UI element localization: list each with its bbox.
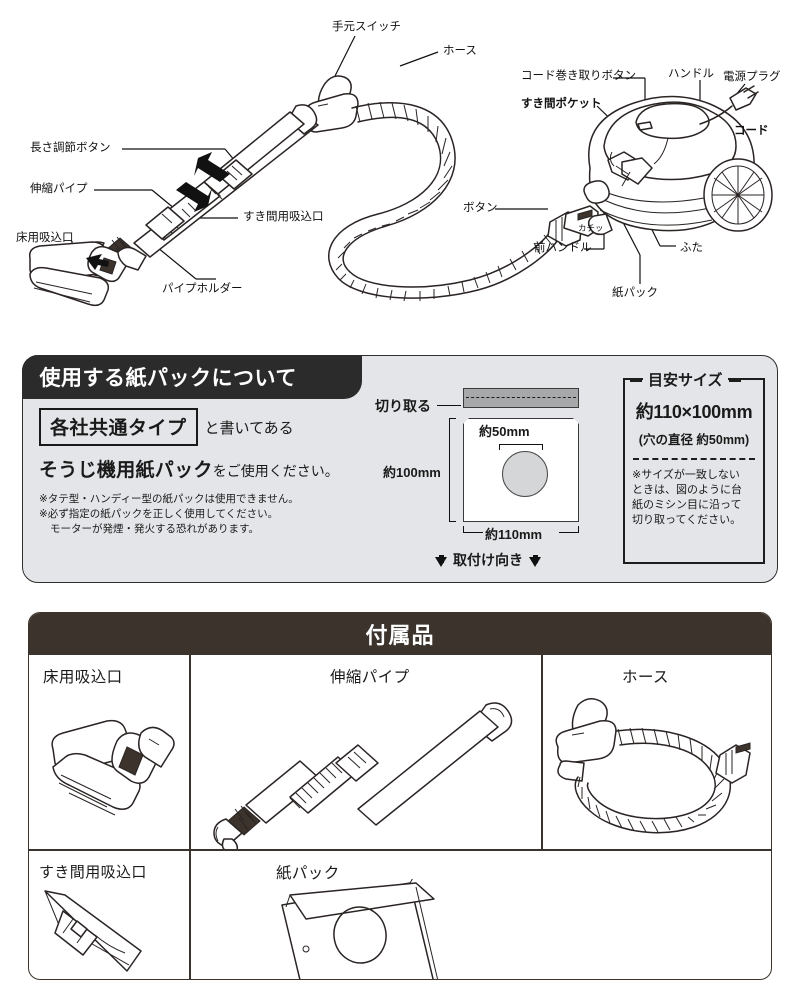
paper-pack-info-panel: 使用する紙パックについて 各社共通タイプ と書いてある そうじ機用紙パック をご… (21, 354, 778, 583)
accessories-panel: 付属品 床用吸込口 (28, 612, 772, 980)
approximate-size-value: 約110×100mm (635, 402, 753, 422)
size-note-line-4: 切り取ってください。 (632, 513, 742, 526)
paper-pack-dimension-diagram: 切り取る 約50mm 約100mm 約110mm 取付け向き (375, 374, 607, 582)
approximate-size-title: 目安サイズ (630, 369, 741, 390)
height-bracket (449, 418, 456, 522)
size-box-note: ※サイズが一致しない ときは、図のように台 紙のミシン目に沿って 切り取ってくだ… (632, 468, 763, 528)
label-handle: ハンドル (668, 68, 714, 80)
label-button: ボタン (463, 202, 498, 214)
size-box-divider (633, 458, 755, 460)
parts-diagram-svg (28, 35, 773, 307)
accessory-label-crevice-nozzle: すき間用吸込口 (39, 864, 147, 881)
accessory-label-extension-pipe: 伸縮パイプ (330, 669, 410, 686)
label-extension-pipe: 伸縮パイプ (30, 183, 88, 195)
paper-pack-type-badge: 各社共通タイプ (39, 408, 198, 446)
hole-diameter-dimension: 約50mm (479, 424, 530, 439)
paper-pack-note-3: モーターが発煙・発火する恐れがあります。 (50, 522, 259, 535)
paper-pack-instructions: 各社共通タイプ と書いてある そうじ機用紙パック をご使用ください。 ※タテ型・… (35, 408, 365, 537)
height-dimension: 約100mm (383, 465, 441, 480)
label-lid: ふた (680, 242, 703, 254)
cut-off-strip (463, 388, 579, 408)
grid-divider-vertical (189, 849, 191, 979)
paper-pack-usage-line: そうじ機用紙パック をご使用ください。 (39, 455, 365, 482)
accessory-cell-floor-nozzle: 床用吸込口 (29, 655, 189, 849)
mount-direction-label: 取付け向き (453, 552, 523, 568)
label-length-adjust-button: 長さ調節ボタン (30, 142, 111, 154)
paper-pack-notes: ※タテ型・ハンディー型の紙パックは使用できません。 ※必ず指定の紙パックを正しく… (39, 492, 365, 537)
width-bracket-left (463, 526, 483, 533)
crevice-nozzle-shape (44, 890, 142, 972)
label-crevice-nozzle: すき間用吸込口 (243, 211, 324, 223)
label-pipe-holder: パイプホルダー (162, 283, 243, 295)
accessory-label-floor-nozzle: 床用吸込口 (43, 669, 123, 686)
paper-pack-type-suffix: と書いてある (204, 419, 294, 437)
approximate-size-box: 目安サイズ 約110×100mm (穴の直径 約50mm) ※サイズが一致しない… (623, 369, 765, 564)
paper-pack-hole (502, 451, 548, 497)
width-bracket-right (559, 526, 579, 533)
hose-assembly-art (304, 75, 599, 302)
label-hose: ホース (443, 45, 477, 57)
paper-pack-usage-rest: をご使用ください。 (212, 463, 339, 479)
vacuum-body-art (583, 85, 773, 236)
label-power-plug: 電源プラグ (723, 71, 781, 83)
label-floor-nozzle: 床用吸込口 (16, 232, 74, 244)
label-paper-pack: 紙パック (612, 287, 658, 299)
extension-pipe-shape (213, 702, 513, 849)
label-cord: コード (734, 125, 769, 137)
arrow-down-icon (435, 555, 447, 567)
cut-off-label: 切り取る (375, 398, 431, 414)
paper-pack-note-2: ※必ず指定の紙パックを正しく使用してください。 (39, 507, 279, 520)
accessory-cell-extension-pipe: 伸縮パイプ (190, 655, 541, 849)
size-note-line-2: ときは、図のように台 (632, 483, 742, 496)
hose-shape (555, 698, 751, 834)
cut-off-leader-line (437, 405, 461, 406)
approximate-hole-value: (穴の直径 約50mm) (638, 433, 750, 447)
extension-pipe-illustration (190, 689, 541, 849)
floor-nozzle-art (28, 241, 147, 307)
arrow-down-icon (529, 555, 541, 567)
grid-divider-horizontal (29, 849, 771, 851)
label-handle-switch: 手元スイッチ (332, 21, 401, 33)
accessory-cell-hose: ホース (542, 655, 771, 849)
paper-pack-usage-strong: そうじ機用紙パック (39, 460, 213, 481)
accessory-label-hose: ホース (622, 669, 669, 686)
paper-pack-section-header: 使用する紙パックについて (21, 354, 362, 399)
product-parts-diagram: 手元スイッチ ホース コード巻き取りボタン ハンドル 電源プラグ すき間ポケット… (0, 0, 800, 340)
accessories-grid: 床用吸込口 (29, 655, 771, 979)
label-front-handle: 前ハンドル (534, 242, 592, 254)
hole-diameter-bracket (499, 444, 543, 450)
label-click-sound: カチッ (578, 223, 604, 233)
label-cord-rewind-button: コード巻き取りボタン (521, 70, 636, 82)
width-dimension: 約110mm (485, 527, 543, 542)
floor-nozzle-shape (51, 719, 175, 816)
paper-pack-shape (281, 872, 439, 979)
accessory-cell-paper-pack: 紙パック (190, 851, 771, 979)
hose-illustration (542, 689, 771, 849)
accessory-cell-crevice-nozzle: すき間用吸込口 (29, 851, 189, 979)
floor-nozzle-illustration (29, 689, 189, 849)
paper-pack-outline (463, 418, 579, 522)
accessory-label-paper-pack: 紙パック (276, 865, 340, 882)
accessories-section-header: 付属品 (29, 613, 771, 655)
paper-pack-illustration (190, 872, 771, 979)
grid-divider-vertical (541, 655, 543, 849)
grid-divider-vertical (189, 655, 191, 849)
mount-direction-row: 取付け向き (435, 550, 541, 570)
paper-pack-type-line: 各社共通タイプ と書いてある (39, 408, 365, 446)
paper-pack-note-1: ※タテ型・ハンディー型の紙パックは使用できません。 (39, 493, 299, 505)
label-crevice-pocket: すき間ポケット (521, 98, 602, 110)
size-note-line-1: ※サイズが一致しない (632, 469, 740, 481)
crevice-nozzle-illustration (29, 881, 189, 979)
size-note-line-3: 紙のミシン目に沿って (632, 498, 742, 511)
